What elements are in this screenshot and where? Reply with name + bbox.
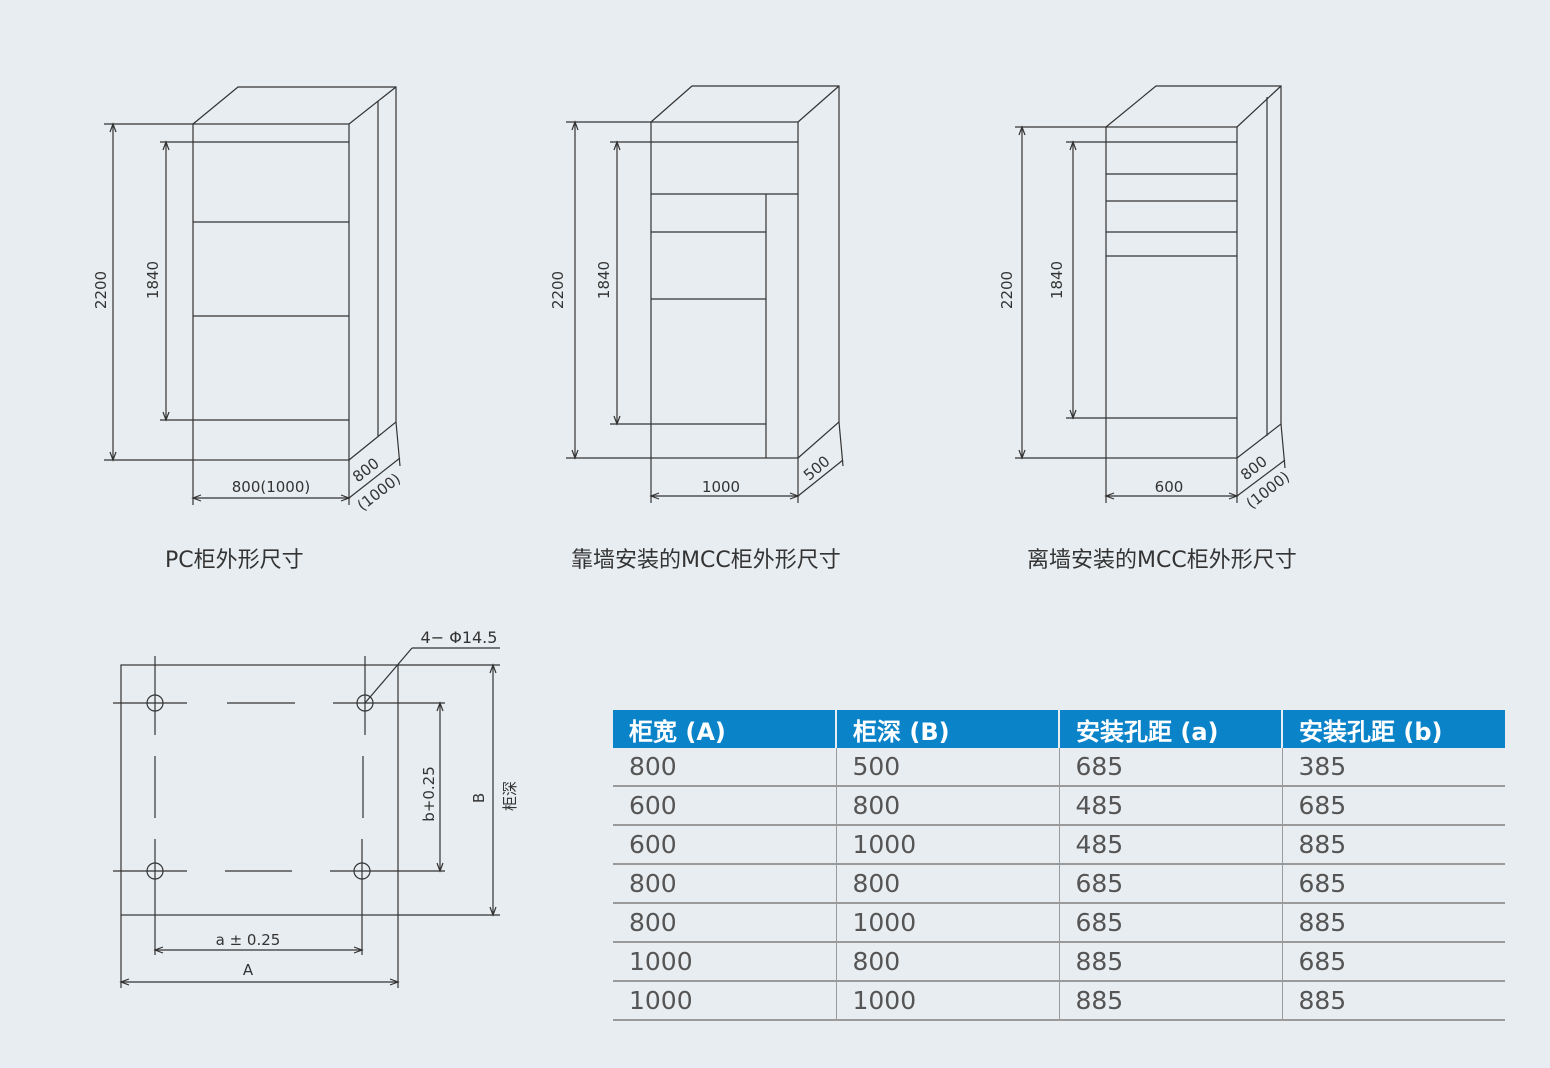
table-cell: 800 [613, 903, 837, 943]
b-label: B [470, 793, 488, 803]
table-cell: 685 [1059, 864, 1283, 904]
table-cell: 485 [1059, 825, 1283, 865]
mcc-free-cabinet-drawing [1015, 85, 1286, 503]
mcc-free-height-inner: 1840 [1048, 261, 1066, 299]
table-cell: 1000 [836, 981, 1060, 1021]
mounting-spec-table: 柜宽 (A) 柜深 (B) 安装孔距 (a) 安装孔距 (b) 800 500 … [613, 710, 1505, 1021]
mcc-free-height-total: 2200 [998, 271, 1016, 309]
mcc-free-width-label: 600 [1155, 478, 1184, 496]
table-header-row: 柜宽 (A) 柜深 (B) 安装孔距 (a) 安装孔距 (b) [613, 710, 1505, 748]
a-tolerance-label: a ± 0.25 [216, 931, 281, 949]
table-cell: 385 [1282, 748, 1505, 787]
table-row: 800 800 685 685 [613, 864, 1505, 904]
pc-height-inner: 1840 [144, 261, 162, 299]
table-cell: 800 [613, 748, 837, 787]
depth-label: 柜深 [501, 781, 519, 811]
table-row: 600 800 485 685 [613, 786, 1505, 826]
table-row: 800 1000 685 885 [613, 903, 1505, 943]
table-cell: 800 [836, 786, 1060, 826]
b-tolerance-label: b+0.25 [420, 766, 438, 822]
mcc-wall-cabinet-drawing [566, 85, 844, 503]
pc-cabinet-drawing [104, 86, 401, 505]
mounting-plan-drawing [113, 647, 500, 988]
table-cell: 685 [1059, 903, 1283, 943]
mcc-free-cabinet-caption: 离墙安装的MCC柜外形尺寸 [1027, 548, 1297, 573]
table-cell: 600 [613, 786, 837, 826]
hole-spec-label: 4− Φ14.5 [421, 628, 498, 647]
table-cell: 685 [1059, 748, 1283, 787]
mcc-wall-height-inner: 1840 [595, 261, 613, 299]
table-cell: 1000 [613, 942, 837, 982]
table-cell: 1000 [836, 903, 1060, 943]
header-cabinet-width: 柜宽 (A) [613, 710, 837, 748]
mcc-wall-width-label: 1000 [702, 478, 740, 496]
pc-height-total: 2200 [92, 271, 110, 309]
table-cell: 885 [1059, 942, 1283, 982]
table-cell: 800 [836, 864, 1060, 904]
pc-width-label: 800(1000) [232, 478, 311, 496]
header-cabinet-depth: 柜深 (B) [836, 710, 1060, 748]
table-cell: 685 [1282, 942, 1505, 982]
table-cell: 1000 [836, 825, 1060, 865]
table-row: 600 1000 485 885 [613, 825, 1505, 865]
pc-cabinet-caption: PC柜外形尺寸 [165, 548, 304, 573]
a-label: A [243, 961, 254, 979]
table-cell: 800 [613, 864, 837, 904]
header-hole-distance-b: 安装孔距 (b) [1282, 710, 1505, 748]
table-cell: 685 [1282, 786, 1505, 826]
table-row: 1000 1000 885 885 [613, 981, 1505, 1021]
table-row: 800 500 685 385 [613, 748, 1505, 787]
table-cell: 800 [836, 942, 1060, 982]
table-cell: 885 [1282, 981, 1505, 1021]
table-cell: 685 [1282, 864, 1505, 904]
mcc-wall-depth-label: 500 [800, 452, 834, 484]
table-cell: 885 [1282, 825, 1505, 865]
table-row: 1000 800 885 685 [613, 942, 1505, 982]
mcc-wall-cabinet-caption: 靠墙安装的MCC柜外形尺寸 [571, 548, 841, 573]
table-cell: 885 [1059, 981, 1283, 1021]
table-cell: 485 [1059, 786, 1283, 826]
header-hole-distance-a: 安装孔距 (a) [1059, 710, 1283, 748]
table-cell: 500 [836, 748, 1060, 787]
mcc-wall-height-total: 2200 [549, 271, 567, 309]
table-cell: 600 [613, 825, 837, 865]
table-cell: 885 [1282, 903, 1505, 943]
table-cell: 1000 [613, 981, 837, 1021]
